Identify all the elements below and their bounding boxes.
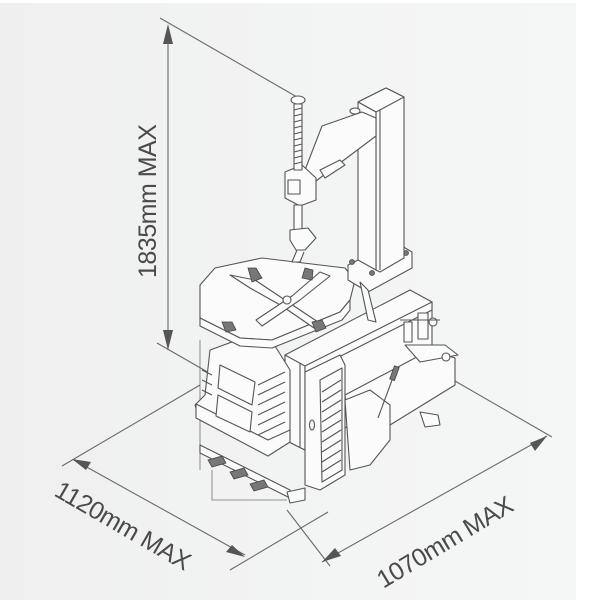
pedal-1 <box>207 455 227 468</box>
control-housing <box>194 329 291 457</box>
height-dimension-lines <box>156 17 298 379</box>
bead-breaker-shoe <box>344 389 391 471</box>
swing-arm <box>284 107 377 207</box>
depth-dimension-lines <box>61 384 329 571</box>
pedal-3 <box>249 479 269 492</box>
turntable-clamps <box>221 267 331 333</box>
width-dimension-lines <box>286 380 553 567</box>
display-window-bottom <box>215 394 253 433</box>
foot-pedals <box>199 444 306 504</box>
side-cover-grille <box>304 354 346 491</box>
air-filter-regulator <box>400 312 440 343</box>
bead-breaker-arm <box>344 344 459 471</box>
display-window-top <box>217 364 256 406</box>
mount-demount-head <box>289 95 317 263</box>
pedal-2 <box>229 467 249 480</box>
height-dimension-label: 1835mm MAX <box>134 124 162 278</box>
